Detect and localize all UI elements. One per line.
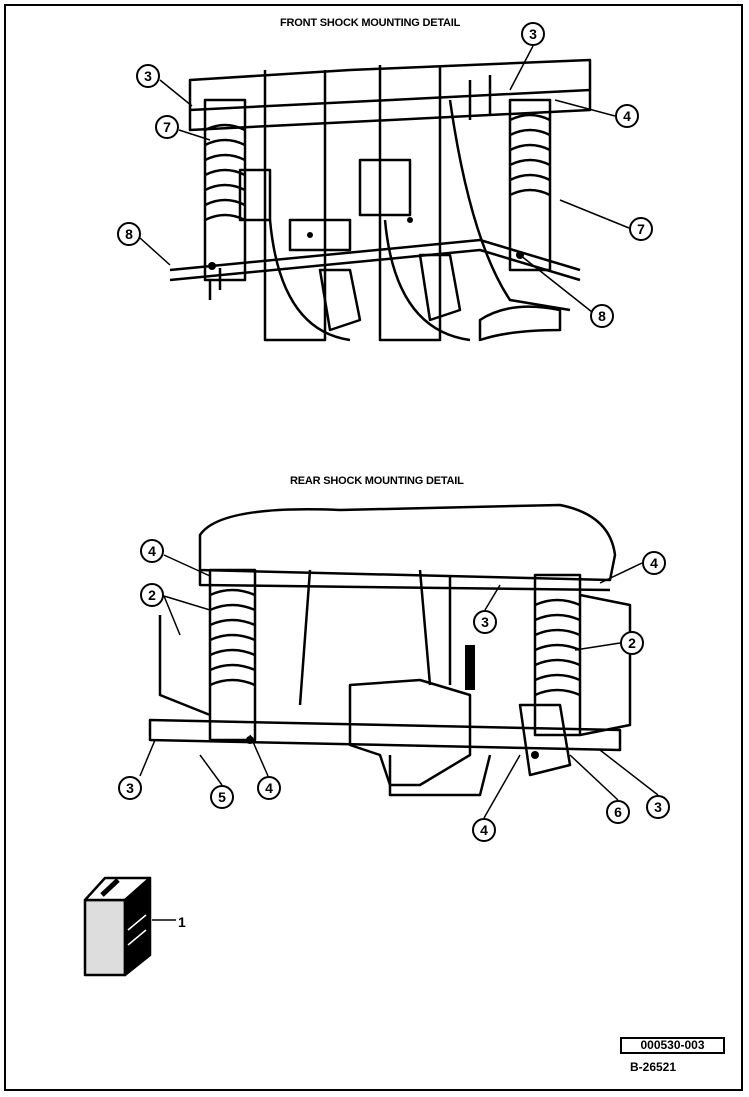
callout-8: 8	[117, 222, 141, 246]
callout-3: 3	[521, 22, 545, 46]
callout-3: 3	[136, 64, 160, 88]
callout-5: 5	[210, 785, 234, 809]
kit-box-icon	[80, 870, 170, 980]
front-leader-lines	[139, 45, 630, 313]
callout-3: 3	[473, 610, 497, 634]
callout-1: 1	[178, 914, 186, 930]
part-number: 000530-003	[620, 1037, 725, 1054]
drawing-number: B-26521	[630, 1060, 677, 1074]
front-detail-title: FRONT SHOCK MOUNTING DETAIL	[280, 17, 461, 29]
front-suspension-drawing	[150, 40, 630, 360]
rear-suspension-drawing	[140, 495, 640, 815]
page-border	[4, 4, 743, 1091]
callout-4: 4	[642, 551, 666, 575]
callout-2: 2	[620, 631, 644, 655]
callout-6: 6	[606, 800, 630, 824]
callout-7: 7	[155, 115, 179, 139]
callout-4: 4	[615, 104, 639, 128]
callout-4: 4	[257, 776, 281, 800]
kit-leader-line	[152, 919, 176, 921]
callout-8: 8	[590, 304, 614, 328]
callout-4: 4	[472, 818, 496, 842]
rear-leader-lines	[139, 554, 659, 819]
rear-detail-title: REAR SHOCK MOUNTING DETAIL	[290, 475, 464, 487]
callout-7: 7	[629, 217, 653, 241]
callout-4: 4	[140, 539, 164, 563]
callout-3: 3	[646, 795, 670, 819]
callout-2: 2	[140, 583, 164, 607]
callout-3: 3	[118, 776, 142, 800]
